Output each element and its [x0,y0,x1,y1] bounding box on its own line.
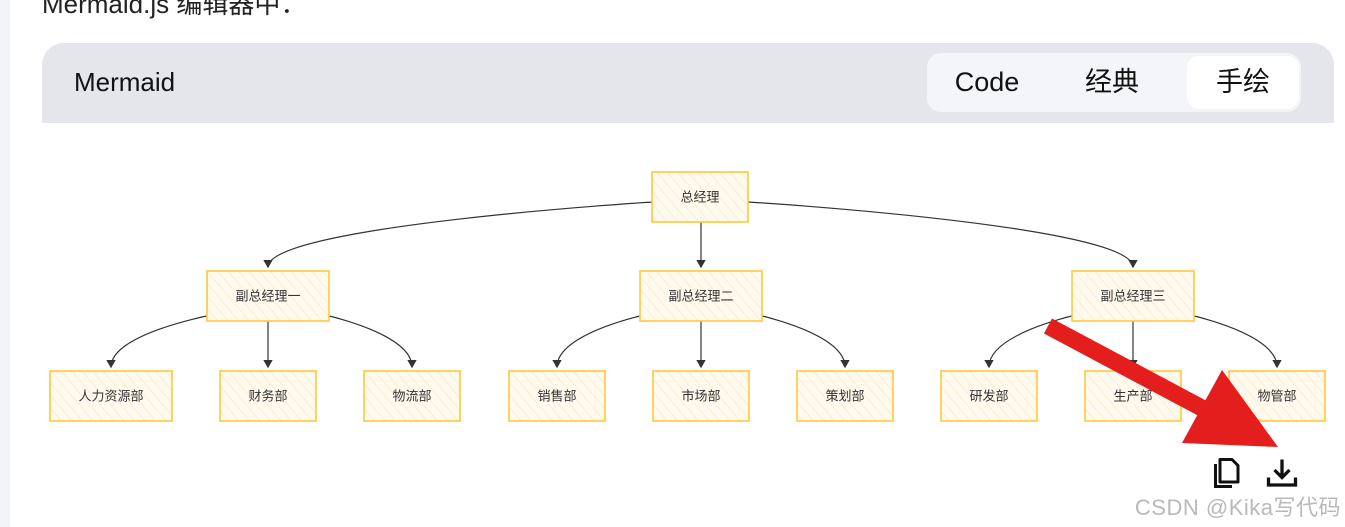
edge [984,315,1073,369]
node-label: 副总经理二 [668,290,733,305]
node-box [206,270,330,322]
node-box [508,370,606,422]
node-department: 策划部 [796,370,894,422]
node-label: 研发部 [969,389,1008,405]
node-label: 人力资源部 [78,390,143,405]
node-department: 人力资源部 [49,370,173,422]
node-manager: 副总经理三 [1071,270,1195,322]
node-department: 研发部 [940,370,1038,422]
node-department: 财务部 [219,370,317,422]
node-label: 物流部 [392,390,431,405]
node-department: 物流部 [363,370,461,422]
node-label: 副总经理一 [235,290,300,305]
edge [328,315,417,369]
node-department: 市场部 [652,370,750,422]
mode-handdrawn-button[interactable]: 手绘 [1187,56,1299,109]
arrow-shaft [1044,318,1219,423]
render-mode-toggle: Code 经典 手绘 [927,53,1301,112]
node-manager: 副总经理二 [639,270,763,322]
node-box [49,370,173,422]
mode-classic-button[interactable]: 经典 [1085,67,1139,97]
node-label: 总经理 [680,191,719,206]
watermark: CSDN @Kika写代码 [1134,495,1341,520]
intro-text: Mermaid.js 编辑器中： [42,0,307,19]
annotation-arrow [1044,318,1278,447]
node-root: 总经理 [651,171,749,223]
edge [747,201,1138,269]
node-box [652,370,750,422]
copy-icon[interactable] [1208,455,1244,491]
node-label: 生产部 [1113,390,1152,405]
node-label: 销售部 [537,389,576,405]
node-manager: 副总经理一 [206,270,330,322]
node-box [651,171,749,223]
edge [263,201,654,269]
node-box [796,370,894,422]
node-department: 销售部 [508,370,606,422]
edge [1193,315,1282,369]
node-box [219,370,317,422]
node-label: 副总经理三 [1100,290,1165,305]
mermaid-panel-header: Mermaid Code 经典 手绘 [42,43,1334,123]
edge [761,315,850,369]
node-box [639,270,763,322]
arrow-head [1182,370,1278,447]
node-label: 策划部 [825,389,864,405]
node-box [940,370,1038,422]
panel-title: Mermaid [74,67,176,97]
sidebar-strip [0,0,10,527]
node-label: 物管部 [1257,390,1296,405]
download-icon[interactable] [1264,455,1300,491]
node-label: 市场部 [681,389,720,405]
edge [106,315,208,369]
node-box [363,370,461,422]
node-box [1071,270,1195,322]
node-label: 财务部 [248,389,287,405]
edge [552,315,641,369]
mode-code-button[interactable]: Code [954,67,1020,97]
